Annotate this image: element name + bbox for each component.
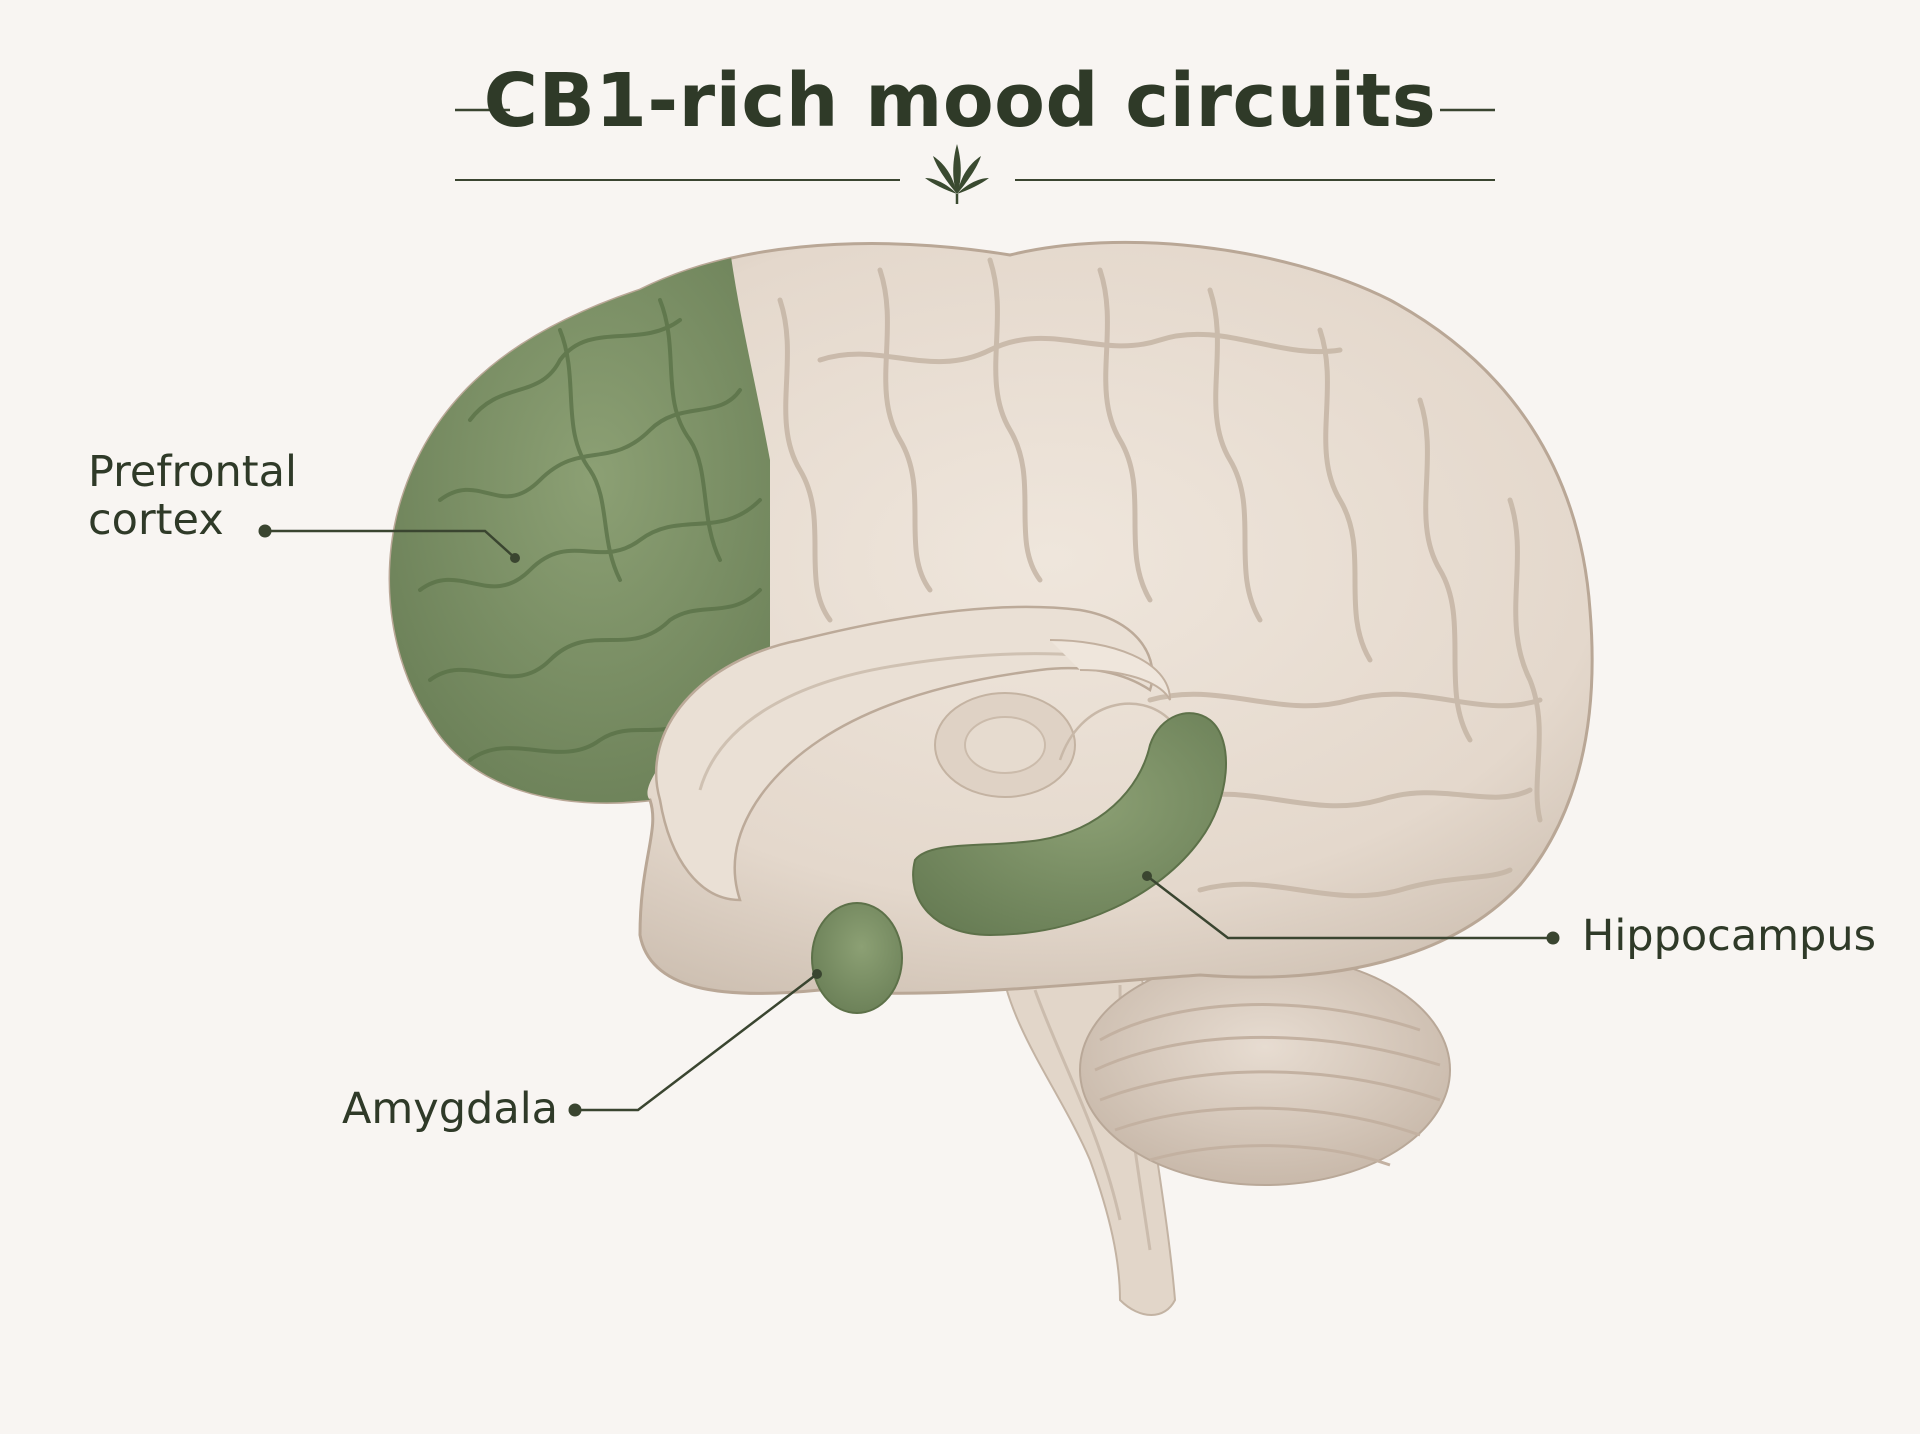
gyri-texture: [418, 257, 1543, 899]
amygdala-target-dot: [812, 969, 822, 979]
prefrontal-cortex-label: Prefrontal cortex: [88, 448, 297, 544]
prefrontal-label-dot: [258, 524, 272, 538]
leader-dots: [258, 524, 1560, 1117]
amygdala-leader-line: [575, 973, 818, 1112]
hippocampus-label: Hippocampus: [1582, 911, 1877, 961]
amygdala-label-dot: [568, 1103, 582, 1117]
prefrontal-label-line1: Prefrontal: [88, 447, 297, 497]
title-decoration: [455, 108, 1495, 181]
page-title: CB1-rich mood circuits: [483, 58, 1437, 144]
limbic-structures: [654, 605, 1171, 902]
hippocampus-leader-line: [1146, 875, 1553, 940]
prefrontal-target-dot: [510, 553, 520, 563]
leader-lines: [265, 529, 1553, 1112]
amygdala-label: Amygdala: [342, 1084, 558, 1134]
amygdala-region: [811, 902, 903, 1014]
cannabis-leaf-icon: [925, 144, 989, 204]
cerebellum: [1079, 954, 1451, 1186]
hippocampus-label-dot: [1546, 931, 1560, 945]
prefrontal-leader-line: [265, 529, 516, 559]
hippocampus-target-dot: [1142, 871, 1152, 881]
prefrontal-label-line2: cortex: [88, 495, 224, 546]
